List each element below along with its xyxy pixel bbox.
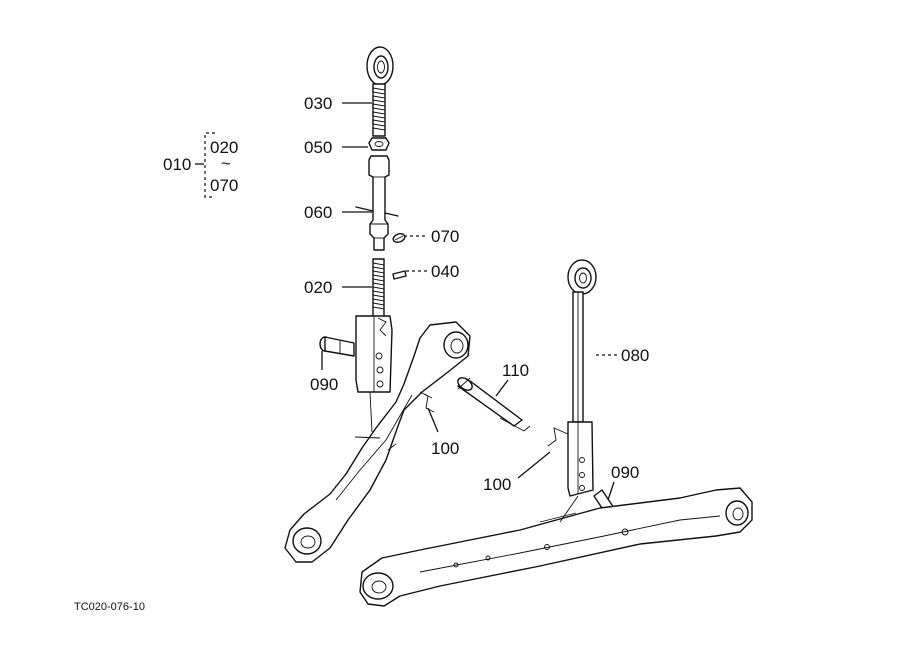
callout-090-right: 090: [611, 463, 639, 482]
lift-rod-080: [547, 259, 597, 497]
pin-090-left: [319, 336, 355, 357]
drawing-code: TC020-076-10: [74, 601, 145, 613]
pin-110: [457, 377, 531, 432]
group-from: 020: [210, 138, 238, 157]
lower-arm-left: [284, 321, 471, 563]
group-to: 070: [210, 176, 238, 195]
callout-100-left: 100: [431, 439, 459, 458]
cotter-pin-100-left: [419, 391, 435, 413]
pin-040: [392, 270, 407, 280]
screw-070: [392, 233, 406, 243]
threaded-rod-020: [372, 258, 385, 318]
callout-100-right: 100: [483, 475, 511, 494]
nut-050: [368, 137, 390, 151]
top-link-assembly: [355, 46, 407, 433]
group-label: 010: [163, 155, 191, 174]
lower-arm-right: [359, 487, 753, 607]
callout-070: 070: [431, 227, 459, 246]
ball-joint-030: [366, 46, 394, 86]
callout-050: 050: [304, 138, 332, 157]
threaded-rod-030: [372, 83, 386, 137]
callout-020: 020: [304, 278, 332, 297]
leaders: [321, 102, 618, 501]
callout-090-left: 090: [310, 375, 338, 394]
body-060: [355, 155, 399, 251]
group-bracket: 010 020 ~ 070: [163, 132, 238, 198]
callout-110: 110: [502, 361, 529, 380]
callout-060: 060: [304, 203, 332, 222]
clevis-block-left: [355, 315, 393, 433]
callouts: 030 050 060 070 020 040 090 100 110 080 …: [304, 94, 649, 494]
group-tilde: ~: [221, 154, 231, 173]
callout-080: 080: [621, 346, 649, 365]
callout-040: 040: [431, 262, 459, 281]
callout-030: 030: [304, 94, 332, 113]
